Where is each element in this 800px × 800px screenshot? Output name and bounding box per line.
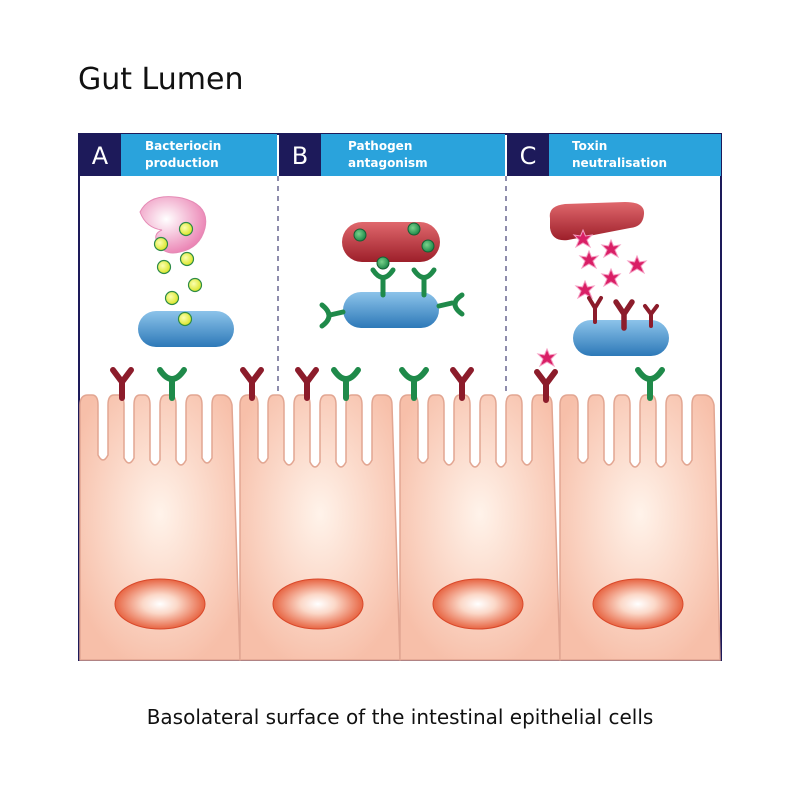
bacteriocin-icons (153, 221, 203, 327)
binding-site-icon (407, 222, 421, 236)
epithelial-cell (559, 394, 721, 661)
antibody-icon (298, 370, 316, 398)
gut-lumen-label: Gut Lumen (78, 62, 244, 97)
bacterium-blue-icon (138, 311, 234, 347)
panel-a-illustration (138, 196, 234, 347)
toxin-icon (627, 255, 647, 274)
antibody-icon (453, 370, 471, 398)
antibody-icon (243, 370, 261, 398)
basolateral-surface-label: Basolateral surface of the intestinal ep… (146, 705, 654, 729)
receptor-icon (638, 370, 662, 398)
panel-c-illustration (549, 202, 669, 356)
panel-a-label-line1: Bacteriocin (145, 139, 221, 153)
toxin-icon (601, 268, 621, 287)
panel-a-header: A Bacteriocin production (79, 134, 277, 176)
panel-b-letter-box (279, 134, 321, 176)
bacteriocin-icon (179, 251, 195, 267)
bacteriocin-icon (177, 311, 193, 327)
nucleus (114, 578, 206, 630)
epithelial-cell (79, 394, 241, 661)
bacteriocin-icon (187, 277, 203, 293)
toxin-icon (537, 348, 557, 367)
toxin-icon (601, 239, 621, 258)
panel-c-header: C Toxin neutralisation (507, 134, 721, 176)
panel-a-letter: A (92, 142, 109, 170)
bacteriocin-icon (156, 259, 172, 275)
panel-b-letter: B (292, 142, 308, 170)
binding-site-icon (353, 228, 367, 242)
nucleus (272, 578, 364, 630)
antibody-icon (613, 299, 635, 331)
receptor-icon (160, 370, 184, 398)
antibody-icon (113, 370, 131, 398)
panel-c-letter-box (507, 134, 549, 176)
binding-site-icon (421, 239, 435, 253)
epithelial-cells (79, 394, 721, 661)
binding-site-icon (376, 256, 390, 270)
receptor-icon (411, 267, 437, 298)
commensal-bacterium-icon (573, 320, 669, 356)
bacteriocin-icon (178, 221, 194, 237)
panel-b-label-line1: Pathogen (348, 139, 412, 153)
bacteriocin-icon (164, 290, 180, 306)
toxin-icon (575, 280, 595, 299)
epithelial-cell (239, 394, 401, 661)
receptor-icon (370, 267, 396, 298)
pathogen-bacterium-icon (549, 202, 645, 241)
bacteriocin-icon (153, 236, 169, 252)
receptor-icon (319, 302, 346, 329)
nucleus (432, 578, 524, 630)
receptor-icon (402, 370, 426, 398)
epithelial-cell (399, 394, 561, 661)
receptor-icon (436, 292, 465, 317)
panel-b-illustration (319, 222, 465, 329)
toxin-icon (579, 250, 599, 269)
panel-a-letter-box (79, 134, 121, 176)
antibody-icon (587, 296, 603, 324)
panel-b-header: B Pathogen antagonism (279, 134, 505, 176)
panel-c-label-line2: neutralisation (572, 156, 667, 170)
bacterium-pink-icon (139, 196, 207, 254)
panel-c-letter: C (520, 142, 537, 170)
panel-a-label-line2: production (145, 156, 219, 170)
receptor-icon (334, 370, 358, 398)
nucleus (592, 578, 684, 630)
commensal-bacterium-icon (343, 292, 439, 328)
panel-c-label-line1: Toxin (572, 139, 607, 153)
antibody-icon (643, 304, 659, 328)
panel-b-label-line2: antagonism (348, 156, 428, 170)
